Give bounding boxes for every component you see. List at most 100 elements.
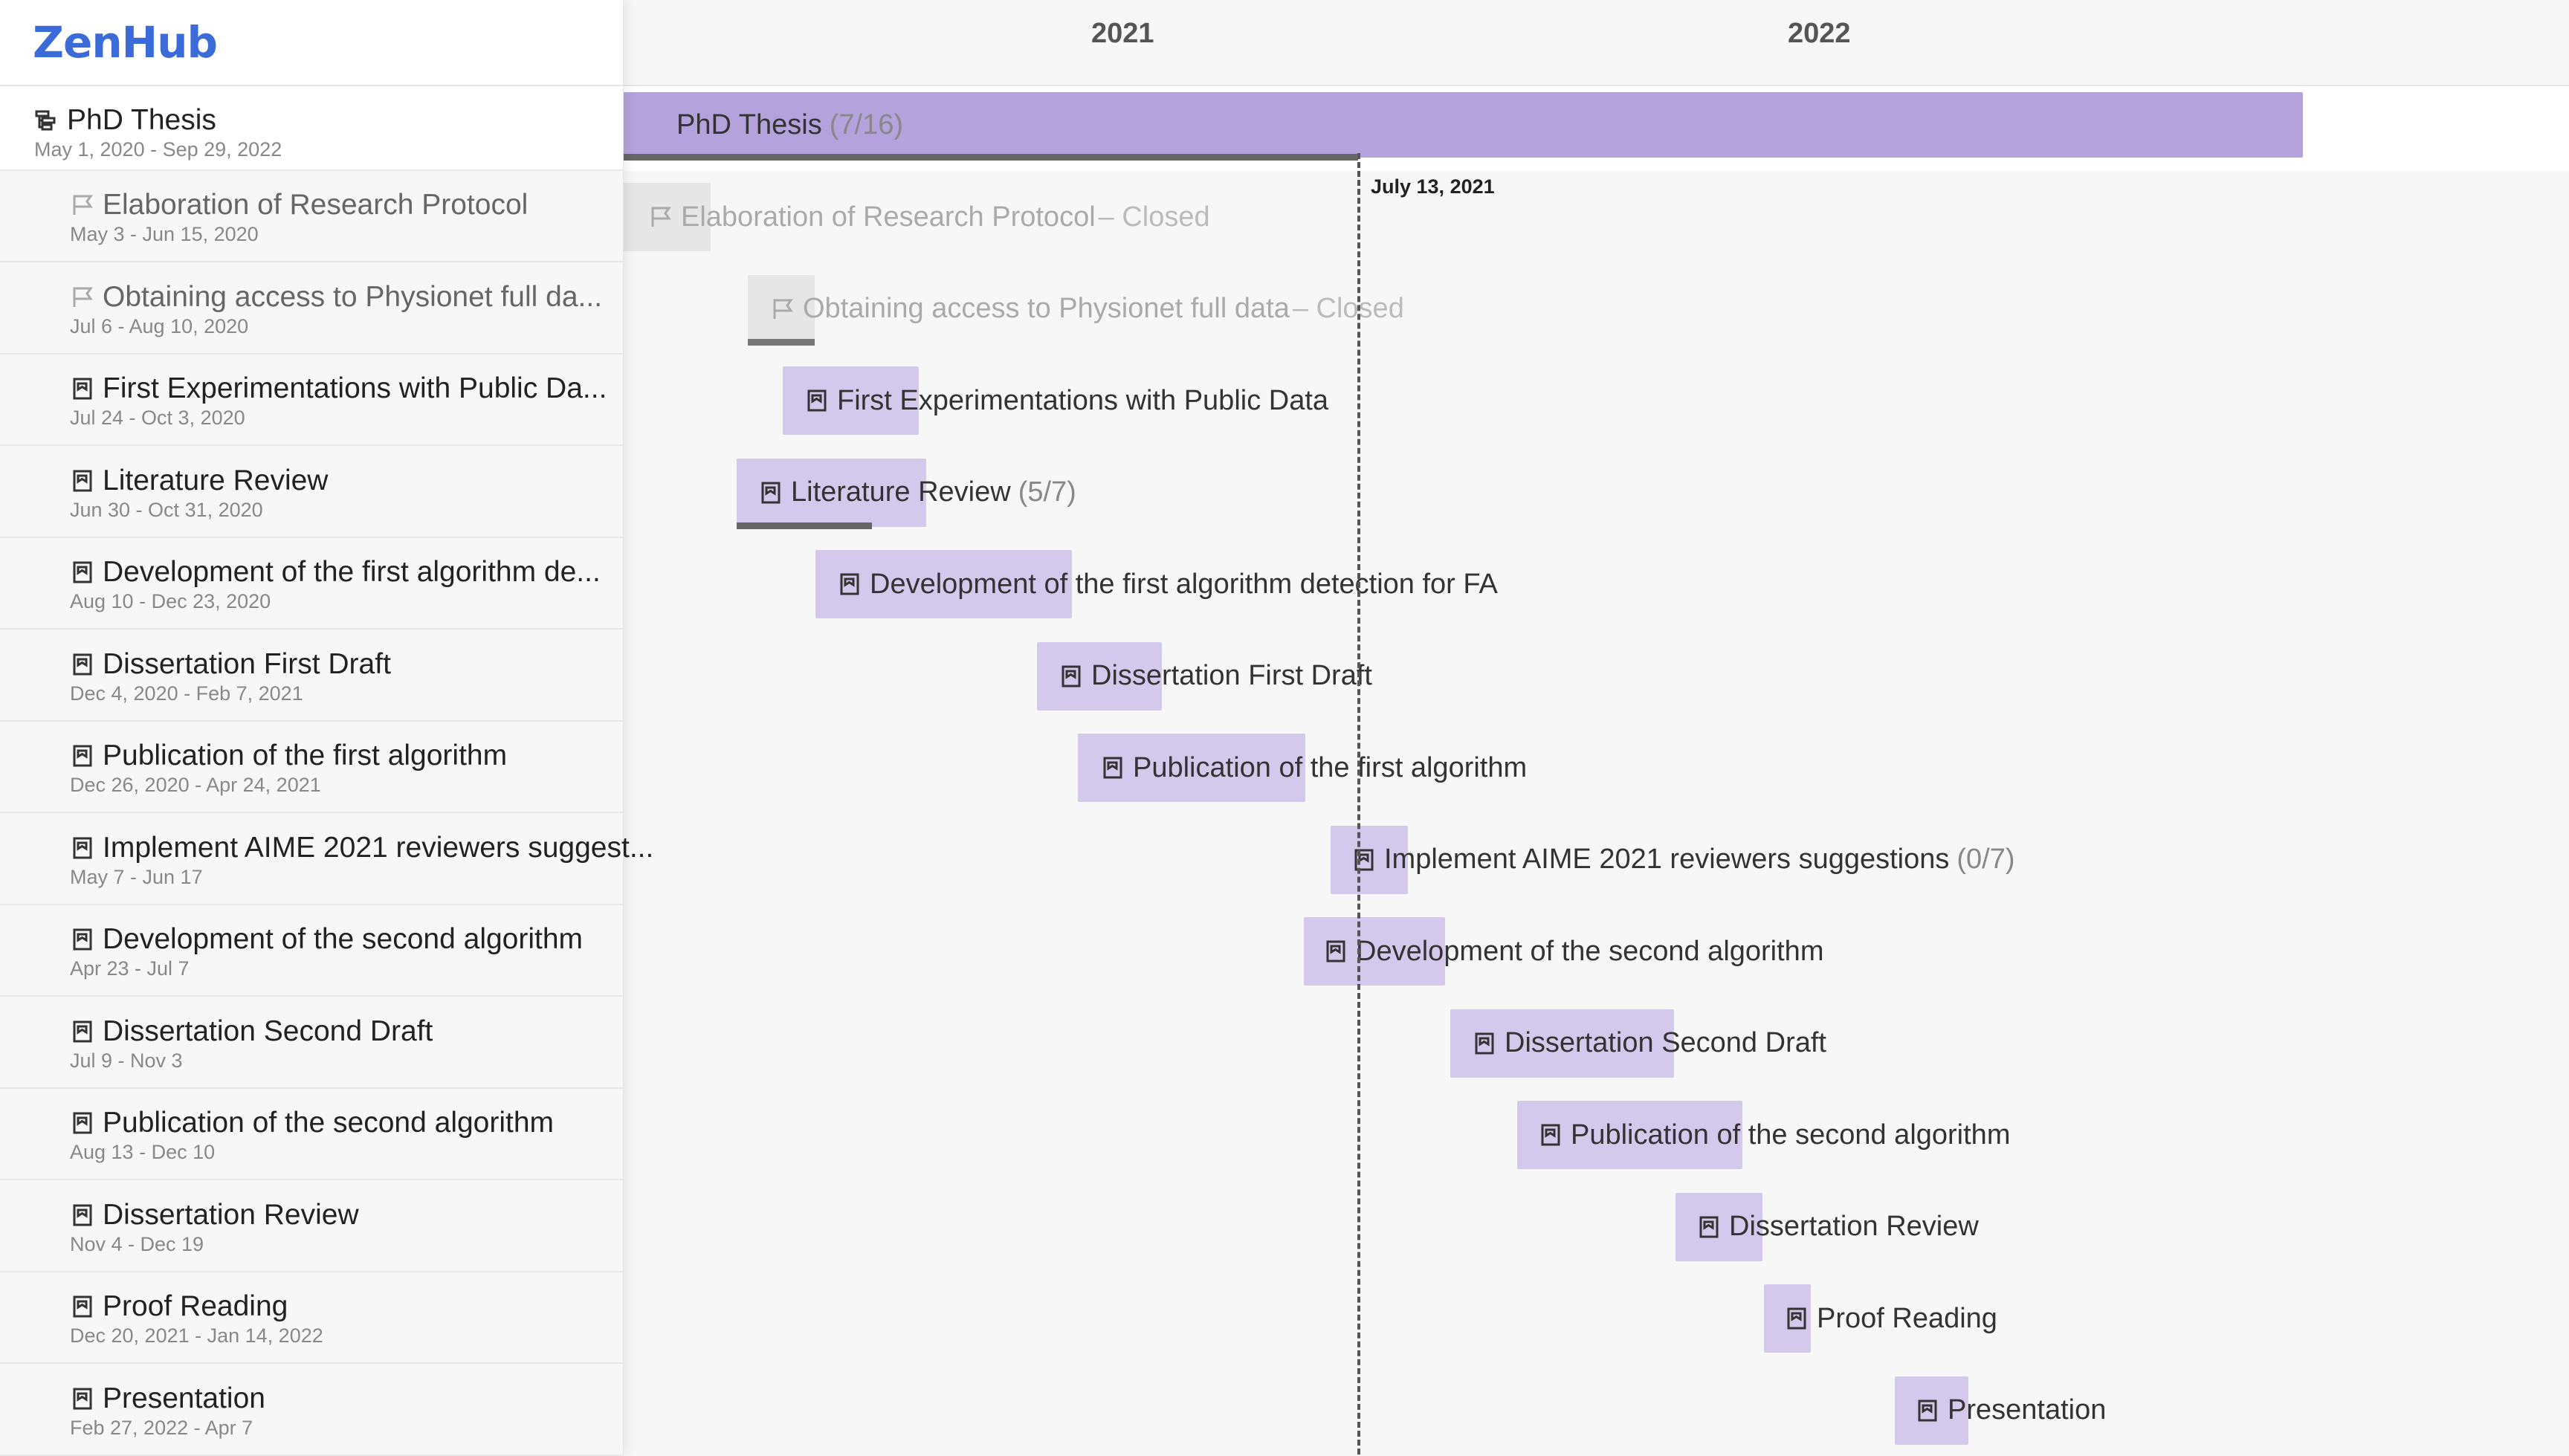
issue-bar-obtaining-access-to-physionet-full-data[interactable] (748, 274, 815, 343)
sidebar-item-title-wrap: Dissertation Second Draft (70, 1015, 620, 1048)
sidebar-item-development-of-the-first-algorithm-detection-for-fa[interactable]: Development of the first algorithm de...… (0, 538, 623, 630)
sidebar-item-implement-aime-2021-reviewers-suggestions[interactable]: Implement AIME 2021 reviewers suggest...… (0, 814, 653, 905)
issue-icon (70, 652, 95, 677)
issue-bar-first-experimentations-with-public-data[interactable] (783, 366, 919, 435)
year-label-2021: 2021 (1091, 18, 1154, 49)
issue-bar-label: Implement AIME 2021 reviewers suggestion… (1351, 826, 2015, 894)
issue-icon (70, 1019, 95, 1044)
issue-progress-bar (748, 338, 815, 346)
sidebar-item-dates: Apr 23 - Jul 7 (70, 957, 190, 980)
sidebar-item-title-wrap: Dissertation Review (70, 1199, 620, 1232)
issue-icon (70, 1110, 95, 1136)
sidebar-item-dates: Dec 4, 2020 - Feb 7, 2021 (70, 682, 303, 705)
issue-bar-status: – Closed (1098, 201, 1210, 233)
issue-icon (1351, 847, 1377, 873)
sidebar-item-title: Development of the first algorithm de... (103, 556, 601, 588)
issue-bar-status: (5/7) (1018, 476, 1076, 508)
sidebar-item-title-wrap: Literature Review (70, 465, 620, 497)
sidebar-item-title: Publication of the second algorithm (103, 1107, 555, 1139)
issue-bar-dissertation-review[interactable] (1675, 1192, 1762, 1261)
issue-bar-title: Publication of the first algorithm (1133, 751, 1528, 783)
sidebar-item-title: Dissertation Review (103, 1198, 359, 1231)
issue-icon (70, 835, 95, 861)
issue-bar-status: – Closed (1292, 293, 1404, 324)
sidebar-item-title: Presentation (103, 1382, 265, 1414)
issue-icon (70, 560, 95, 585)
issue-icon (804, 388, 830, 413)
issue-bar-label: Dissertation Second Draft (1472, 1009, 1826, 1078)
sidebar-item-title-wrap: Dissertation First Draft (70, 648, 620, 681)
today-marker-line (1357, 153, 1360, 1455)
closed-issue-icon (770, 297, 795, 322)
issue-icon (1059, 664, 1084, 689)
issue-icon (837, 572, 862, 597)
sidebar-item-dates: May 3 - Jun 15, 2020 (70, 223, 259, 245)
issue-bar-title: Implement AIME 2021 reviewers suggestion… (1384, 844, 1950, 875)
issue-bar-title: Dissertation First Draft (1091, 660, 1372, 691)
issue-icon (70, 1203, 95, 1228)
issue-bar-title: Literature Review (791, 476, 1011, 508)
sidebar-item-title-wrap: First Experimentations with Public Da... (70, 372, 620, 405)
sidebar-item-title-wrap: Publication of the second algorithm (70, 1107, 620, 1139)
sidebar-item-dates: Dec 20, 2021 - Jan 14, 2022 (70, 1324, 323, 1347)
issue-bar-dissertation-first-draft[interactable] (1037, 641, 1162, 711)
issue-bar-label: Obtaining access to Physionet full data–… (770, 275, 1404, 343)
issue-bar-label: Dissertation Review (1696, 1193, 1979, 1261)
sidebar-item-obtaining-access-to-physionet-full-data[interactable]: Obtaining access to Physionet full da...… (0, 263, 623, 355)
sidebar-item-dates: Dec 26, 2020 - Apr 24, 2021 (70, 774, 321, 796)
issue-bar-title: Presentation (1948, 1394, 2107, 1426)
issue-bar-label: Elaboration of Research Protocol– Closed (648, 183, 1210, 251)
issue-bar-implement-aime-2021-reviewers-suggestions[interactable] (1331, 825, 1408, 894)
sidebar-item-dates: Nov 4 - Dec 19 (70, 1232, 204, 1255)
epic-dates: May 1, 2020 - Sep 29, 2022 (34, 138, 282, 161)
issue-bar-title: Publication of the second algorithm (1571, 1119, 2011, 1151)
epic-title-wrap: PhD Thesis (34, 104, 584, 137)
issue-progress-bar (737, 522, 873, 529)
issue-icon (70, 1294, 95, 1319)
sidebar-item-title-wrap: Obtaining access to Physionet full da... (70, 281, 620, 314)
sidebar-item-dates: Jul 24 - Oct 3, 2020 (70, 407, 245, 429)
issue-bar-label: Proof Reading (1784, 1284, 1997, 1353)
issue-icon (1323, 939, 1348, 964)
issue-bar-title: Development of the first algorithm detec… (870, 568, 1498, 600)
epic-bar[interactable] (623, 92, 2303, 158)
sidebar-item-title-wrap: Development of the second algorithm (70, 923, 620, 956)
issue-bar-label: Publication of the first algorithm (1100, 734, 1527, 802)
sidebar-item-title: Publication of the first algorithm (103, 740, 508, 771)
issue-icon (70, 376, 95, 401)
closed-issue-icon (70, 285, 95, 310)
issue-icon (1696, 1214, 1722, 1240)
sidebar-item-first-experimentations-with-public-data[interactable]: First Experimentations with Public Da...… (0, 355, 623, 446)
issue-bar-label: Dissertation First Draft (1059, 642, 1372, 711)
issue-icon (1784, 1306, 1809, 1331)
issue-icon (1472, 1031, 1497, 1056)
sidebar-item-title: Development of the second algorithm (103, 923, 584, 955)
issue-bar-title: Obtaining access to Physionet full data (803, 293, 1290, 324)
issue-icon (1538, 1122, 1563, 1148)
issue-bar-label: First Experimentations with Public Data (804, 366, 1328, 435)
year-label-2022: 2022 (1788, 18, 1851, 49)
epic-bar-label: PhD Thesis (7/16) (676, 91, 903, 159)
issue-icon (70, 1386, 95, 1411)
sidebar-item-dates: Jul 6 - Aug 10, 2020 (70, 314, 249, 337)
sidebar-item-dates: Feb 27, 2022 - Apr 7 (70, 1416, 253, 1439)
roadmap-timeline: 2021 2022 PhD Thesis (7/16) Elaboration … (623, 0, 2569, 1455)
issue-bar-title: First Experimentations with Public Data (837, 384, 1329, 416)
sidebar-item-title: Dissertation Second Draft (103, 1015, 433, 1047)
zenhub-logo[interactable]: ZenHub (33, 17, 218, 68)
issue-bar-label: Presentation (1915, 1376, 2106, 1445)
issue-icon (758, 480, 783, 505)
sidebar-row-epic[interactable]: PhD Thesis May 1, 2020 - Sep 29, 2022 (0, 86, 623, 171)
issue-bar-title: Development of the second algorithm (1356, 935, 1824, 967)
issue-icon (70, 743, 95, 769)
